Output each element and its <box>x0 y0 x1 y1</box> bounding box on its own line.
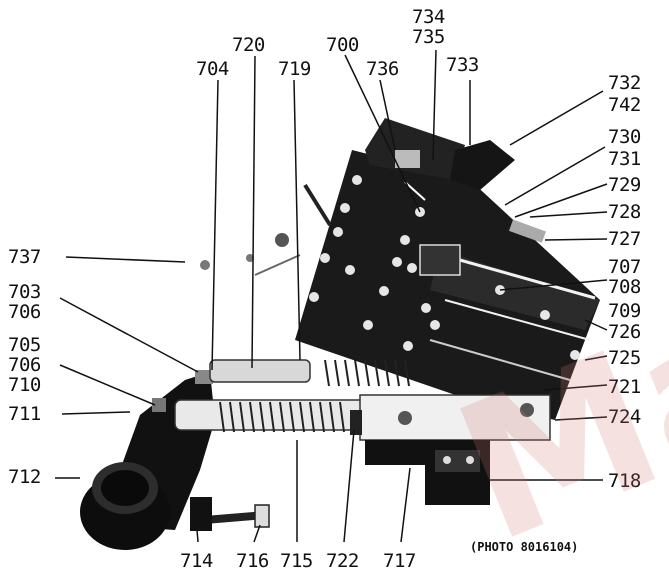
callout-715: 715 <box>280 550 313 572</box>
callout-705: 705 <box>8 334 41 356</box>
callout-709: 709 <box>608 300 641 322</box>
callout-719: 719 <box>278 58 311 80</box>
callout-734: 734 <box>412 6 445 28</box>
callout-720: 720 <box>232 34 265 56</box>
lower-bracket <box>365 440 490 505</box>
callout-726: 726 <box>608 321 641 343</box>
callout-721: 721 <box>608 376 641 398</box>
callout-733: 733 <box>446 54 479 76</box>
callout-725: 725 <box>608 347 641 369</box>
top-block <box>365 118 546 243</box>
callout-727: 727 <box>608 228 641 250</box>
callout-717: 717 <box>383 550 416 572</box>
callout-731: 731 <box>608 148 641 170</box>
callout-711: 711 <box>8 403 41 425</box>
callout-712: 712 <box>8 466 41 488</box>
callout-724: 724 <box>608 406 641 428</box>
callout-704: 704 <box>196 58 229 80</box>
callout-729: 729 <box>608 174 641 196</box>
callout-742: 742 <box>608 94 641 116</box>
callout-707: 707 <box>608 256 641 278</box>
callout-732: 732 <box>608 72 641 94</box>
callout-706-second: 706 <box>8 354 41 376</box>
callout-728: 728 <box>608 201 641 223</box>
callout-736: 736 <box>366 58 399 80</box>
callout-737: 737 <box>8 246 41 268</box>
callout-718: 718 <box>608 470 641 492</box>
spring-assembly <box>174 359 551 441</box>
callout-708: 708 <box>608 276 641 298</box>
callout-710: 710 <box>8 374 41 396</box>
back-rod <box>200 183 332 276</box>
callout-735: 735 <box>412 26 445 48</box>
adjusting-screw <box>190 497 270 531</box>
callout-730: 730 <box>608 126 641 148</box>
callout-706: 706 <box>8 301 41 323</box>
leader-lines <box>55 49 608 543</box>
callout-714: 714 <box>180 550 213 572</box>
callout-700: 700 <box>326 34 359 56</box>
photo-caption: (PHOTO 8016104) <box>470 540 579 554</box>
callout-722: 722 <box>326 550 359 572</box>
callout-716: 716 <box>236 550 269 572</box>
cross-bars <box>419 244 596 381</box>
callout-703: 703 <box>8 281 41 303</box>
